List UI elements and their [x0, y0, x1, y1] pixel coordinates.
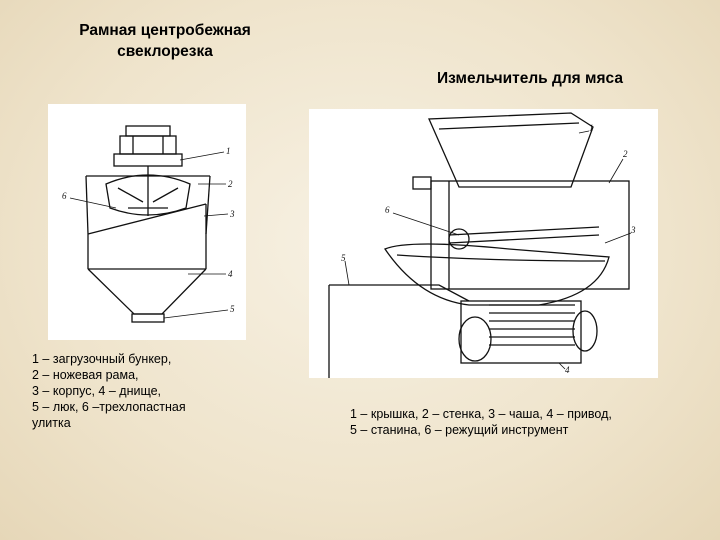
grinder-title: Измельчитель для мяса: [437, 70, 623, 87]
slicer-diagram: 1 2 3 4 5 6: [48, 104, 246, 340]
grinder-callout-1: 1: [589, 123, 594, 133]
slicer-callout-1: 1: [226, 146, 231, 156]
grinder-diagram-svg: 1 2 3 4 5 6: [328, 112, 636, 378]
slicer-title: Рамная центробежная свеклорезка: [40, 20, 290, 62]
grinder-callout-5: 5: [341, 253, 346, 263]
grinder-callout-3: 3: [630, 225, 636, 235]
grinder-callout-2: 2: [623, 149, 628, 159]
slicer-callout-4: 4: [228, 269, 233, 279]
slicer-caption: 1 – загрузочный бункер, 2 – ножевая рама…: [32, 351, 232, 431]
slicer-diagram-svg: 1 2 3 4 5 6: [62, 125, 235, 323]
slicer-caption-line-2: 2 – ножевая рама,: [32, 368, 139, 382]
grinder-caption: 1 – крышка, 2 – стенка, 3 – чаша, 4 – пр…: [350, 406, 690, 438]
grinder-callout-6: 6: [385, 205, 390, 215]
slicer-caption-line-3: 3 – корпус, 4 – днище,: [32, 384, 162, 398]
slicer-callout-5: 5: [230, 304, 235, 314]
slicer-callout-2: 2: [228, 179, 233, 189]
grinder-caption-line-1: 1 – крышка, 2 – стенка, 3 – чаша, 4 – пр…: [350, 407, 612, 421]
slicer-caption-line-1: 1 – загрузочный бункер,: [32, 352, 172, 366]
grinder-caption-line-2: 5 – станина, 6 – режущий инструмент: [350, 423, 569, 437]
grinder-callout-4: 4: [565, 365, 570, 375]
grinder-diagram: 1 2 3 4 5 6: [309, 109, 658, 378]
slicer-title-line-1: Рамная центробежная: [79, 22, 251, 39]
slicer-callout-3: 3: [229, 209, 235, 219]
slicer-caption-line-5: улитка: [32, 416, 71, 430]
slicer-title-line-2: свеклорезка: [117, 43, 213, 60]
slicer-caption-line-4: 5 – люк, 6 –трехлопастная: [32, 400, 186, 414]
slicer-callout-6: 6: [62, 191, 67, 201]
